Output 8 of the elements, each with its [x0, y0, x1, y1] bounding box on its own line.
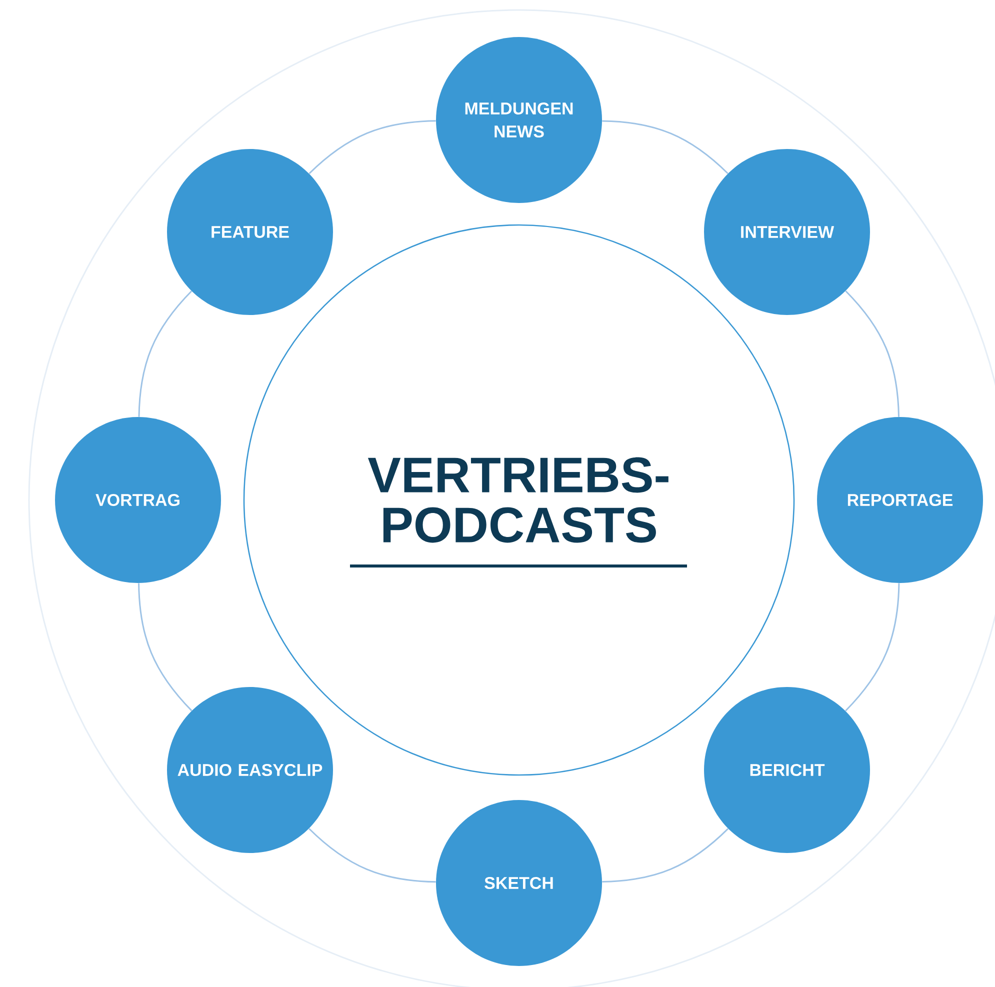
ring-connector	[602, 828, 729, 882]
ring-connector	[845, 583, 900, 712]
ring-connector	[308, 120, 436, 174]
ring-connector	[138, 583, 192, 712]
ring-connector	[138, 290, 192, 417]
ring-connector	[602, 120, 728, 174]
ring-connector	[308, 828, 436, 883]
ring-connector	[845, 290, 900, 417]
